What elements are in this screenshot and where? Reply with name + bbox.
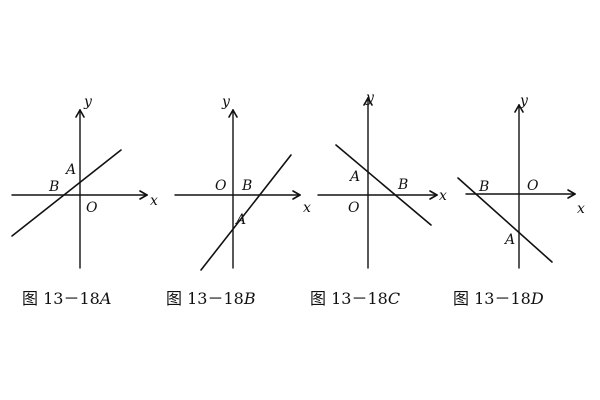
caption: 图 13－18B (166, 289, 256, 308)
y-axis-arrow-left (228, 109, 234, 118)
x-axis-arrow-upper (139, 190, 148, 196)
panel-d: x y O B A 图 13－18D (453, 93, 585, 308)
axis-label-x: x (303, 200, 311, 216)
axis-label-x: x (439, 188, 447, 204)
line-ab (11, 149, 122, 237)
caption-letter: B (243, 289, 256, 308)
point-label-a: A (503, 232, 515, 248)
y-axis-arrow-right (518, 104, 524, 113)
caption-letter: D (530, 289, 544, 308)
axis-label-y: y (365, 90, 375, 106)
point-label-b: B (478, 179, 489, 195)
point-label-o: O (348, 200, 360, 216)
point-label-o: O (527, 178, 539, 194)
point-label-a: A (64, 162, 76, 178)
panel-a: x y O B A 图 13－18A (11, 94, 158, 308)
x-axis-arrow-upper (429, 190, 438, 196)
point-label-o: O (215, 178, 227, 194)
y-axis-arrow-left (363, 97, 369, 106)
panel-b: x y O B A 图 13－18B (166, 94, 311, 308)
point-label-a: A (348, 169, 360, 185)
x-axis-arrow-upper (292, 190, 301, 196)
point-label-b: B (397, 177, 408, 193)
caption-prefix: 图 13－18 (310, 289, 388, 308)
axis-label-y: y (83, 94, 93, 110)
point-label-b: B (241, 178, 252, 194)
x-axis-arrow-lower (139, 194, 148, 200)
caption: 图 13－18C (310, 289, 400, 308)
y-axis-arrow-left (514, 104, 520, 113)
caption: 图 13－18A (22, 289, 111, 308)
point-label-o: O (86, 200, 98, 216)
point-label-a: A (234, 212, 246, 228)
point-label-b: B (48, 179, 59, 195)
caption: 图 13－18D (453, 289, 544, 308)
axis-label-x: x (150, 193, 158, 209)
panel-c: x y O B A 图 13－18C (310, 90, 447, 308)
y-axis-arrow-left (75, 109, 81, 118)
x-axis-arrow-upper (567, 189, 576, 195)
caption-prefix: 图 13－18 (453, 289, 531, 308)
line-ab (457, 177, 553, 263)
y-axis-arrow-right (232, 109, 238, 118)
x-axis-arrow-lower (567, 193, 576, 199)
y-axis-arrow-right (79, 109, 85, 118)
axis-label-y: y (519, 93, 529, 109)
caption-letter: A (98, 289, 112, 308)
caption-prefix: 图 13－18 (22, 289, 100, 308)
x-axis-arrow-lower (292, 194, 301, 200)
x-axis-arrow-lower (429, 194, 438, 200)
y-axis-arrow-right (367, 97, 373, 106)
line-ab (335, 144, 432, 226)
caption-prefix: 图 13－18 (166, 289, 244, 308)
axis-label-y: y (221, 94, 231, 110)
line-ab (200, 154, 292, 271)
caption-letter: C (388, 289, 400, 308)
axis-label-x: x (577, 201, 585, 217)
